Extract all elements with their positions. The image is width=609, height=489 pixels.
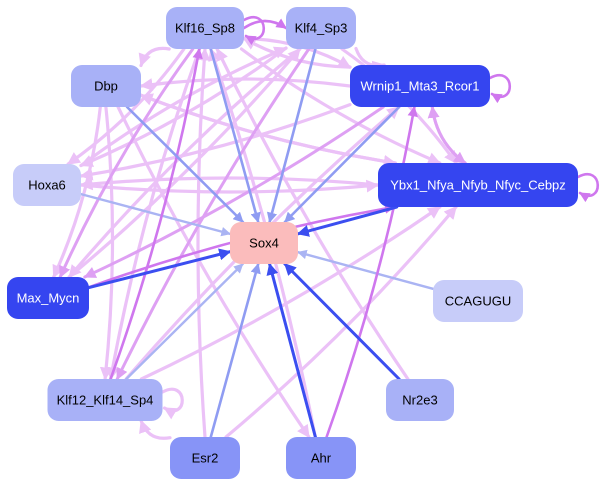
edge-klf16_sp8-to-ybx1	[239, 47, 442, 165]
edge-hoxa6-to-ybx1	[79, 179, 380, 194]
edge-layer	[52, 16, 599, 440]
node-esr2[interactable]: Esr2	[170, 437, 240, 479]
node-box-hoxa6	[13, 164, 81, 206]
node-nr2e3[interactable]: Nr2e3	[386, 379, 454, 421]
node-ccagugu[interactable]: CCAGUGU	[433, 280, 523, 322]
edge-wrnip1-to-dbp	[139, 77, 352, 91]
edge-hoxa6-to-klf4_sp3	[79, 46, 288, 168]
node-label-sox4: Sox4	[249, 236, 279, 251]
node-hoxa6[interactable]: Hoxa6	[13, 164, 81, 206]
node-label-ahr: Ahr	[311, 451, 332, 466]
node-box-klf16_sp8	[166, 7, 244, 49]
node-box-esr2	[170, 437, 240, 479]
node-klf12[interactable]: Klf12_Klf14_Sp4	[47, 379, 163, 421]
node-box-klf4_sp3	[286, 7, 356, 49]
edge-klf16_sp8-to-sox4	[209, 47, 261, 224]
edge-wrnip1-to-wrnip1	[488, 74, 511, 104]
node-label-klf16_sp8: Klf16_Sp8	[175, 21, 235, 36]
node-label-ybx1: Ybx1_Nfya_Nfyb_Nfyc_Cebpz	[390, 178, 566, 193]
edge-esr2-to-sox4	[209, 262, 261, 439]
node-label-ccagugu: CCAGUGU	[445, 294, 511, 309]
node-klf16_sp8[interactable]: Klf16_Sp8	[166, 7, 244, 49]
node-wrnip1[interactable]: Wrnip1_Mta3_Rcor1	[350, 65, 490, 107]
node-box-ahr	[286, 437, 356, 479]
node-box-ccagugu	[433, 280, 523, 322]
edge-ybx1-to-ybx1	[576, 173, 599, 203]
node-label-esr2: Esr2	[192, 451, 219, 466]
node-label-dbp: Dbp	[94, 79, 118, 94]
edge-dbp-to-klf12	[99, 105, 115, 381]
node-label-max_mycn: Max_Mycn	[17, 291, 80, 306]
edge-dbp-to-ahr	[116, 105, 311, 439]
edge-klf12-to-klf12	[160, 387, 184, 420]
edge-ybx1-to-hoxa6	[79, 176, 380, 191]
node-ybx1[interactable]: Ybx1_Nfya_Nfyb_Nfyc_Cebpz	[378, 163, 578, 207]
edge-klf12-to-klf16_sp8	[109, 47, 203, 381]
edge-max_mycn-to-sox4	[87, 248, 232, 290]
edge-klf12-to-sox4	[125, 262, 244, 381]
edge-klf12-to-ybx1	[139, 205, 442, 381]
node-dbp[interactable]: Dbp	[71, 65, 141, 107]
node-box-klf12	[47, 379, 163, 421]
edge-nr2e3-to-klf16_sp8	[215, 47, 410, 381]
node-label-hoxa6: Hoxa6	[28, 178, 66, 193]
edge-klf4_sp3-to-klf12	[115, 47, 311, 381]
edge-dbp-to-ybx1	[139, 93, 397, 168]
node-box-sox4	[230, 222, 298, 264]
edge-ybx1-to-sox4	[296, 205, 399, 237]
node-box-nr2e3	[386, 379, 454, 421]
node-label-nr2e3: Nr2e3	[402, 393, 437, 408]
node-klf4_sp3[interactable]: Klf4_Sp3	[286, 7, 356, 49]
node-sox4[interactable]: Sox4	[230, 222, 298, 264]
edge-klf16_sp8-to-max_mycn	[58, 47, 195, 279]
edge-esr2-to-klf16_sp8	[196, 47, 211, 439]
edge-klf16_sp8-to-klf16_sp8	[242, 16, 265, 46]
edge-ahr-to-sox4	[266, 262, 317, 439]
edge-dbp-to-sox4	[125, 105, 245, 224]
node-box-ybx1	[378, 163, 578, 207]
edge-klf4_sp3-to-sox4	[266, 47, 317, 224]
edge-ybx1-to-wrnip1	[427, 105, 467, 165]
edge-esr2-to-klf12	[139, 419, 172, 440]
edge-nr2e3-to-sox4	[283, 262, 401, 381]
edge-hoxa6-to-sox4	[79, 192, 232, 237]
edge-ccagugu-to-sox4	[296, 249, 435, 290]
node-box-max_mycn	[7, 277, 89, 319]
node-max_mycn[interactable]: Max_Mycn	[7, 277, 89, 319]
node-label-klf4_sp3: Klf4_Sp3	[295, 21, 348, 36]
edge-ahr-to-wrnip1	[325, 105, 418, 439]
node-ahr[interactable]: Ahr	[286, 437, 356, 479]
node-label-klf12: Klf12_Klf14_Sp4	[57, 393, 154, 408]
edge-wrnip1-to-sox4	[283, 105, 401, 224]
edge-klf16_sp8-to-dbp	[138, 46, 171, 68]
edge-wrnip1-to-max_mycn	[83, 105, 385, 279]
node-label-wrnip1: Wrnip1_Mta3_Rcor1	[361, 79, 480, 94]
edge-klf16_sp8-to-klf4_sp3	[242, 18, 288, 30]
node-box-dbp	[71, 65, 141, 107]
node-box-wrnip1	[350, 65, 490, 107]
